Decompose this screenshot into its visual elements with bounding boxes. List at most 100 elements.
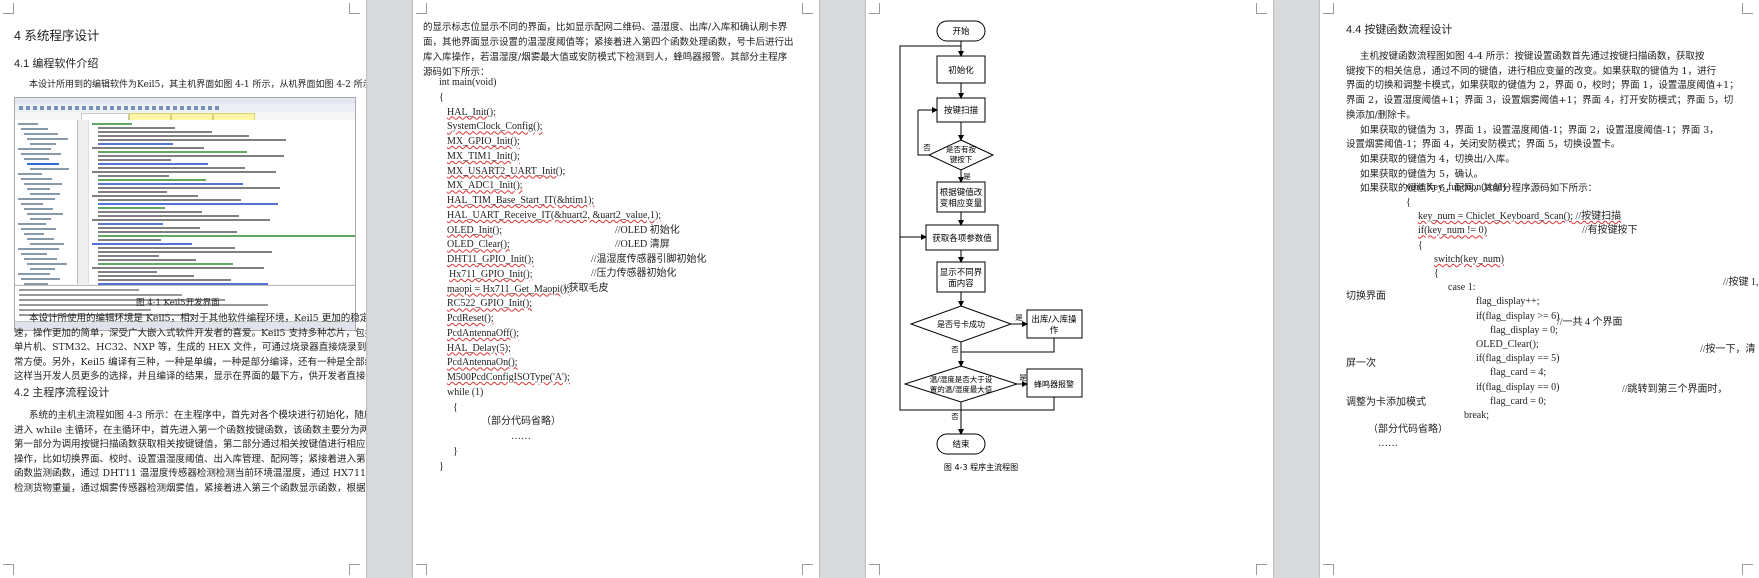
chapter-heading: 4 系统程序设计	[14, 29, 100, 43]
code-line	[98, 211, 202, 213]
code-line	[98, 203, 278, 205]
code-line: M500PcdConfigISOType('A');	[447, 372, 570, 383]
crop-mark	[3, 564, 14, 575]
code-line	[98, 151, 247, 153]
crop-mark	[349, 3, 360, 14]
io-label-2: 作	[1050, 325, 1059, 336]
code-line: flag_card = 4;	[1490, 367, 1547, 379]
no-label: 否	[923, 143, 931, 152]
display-label-2: 面内容	[948, 278, 974, 289]
handle-label-2: 变相应变量	[940, 198, 983, 209]
tree-item	[24, 208, 53, 210]
crop-mark	[1742, 564, 1753, 575]
end-terminal	[936, 433, 986, 455]
text-line: 如果获取的键值为 6，配网。其部分程序源码如下所示：	[1360, 183, 1598, 195]
tree-item	[27, 238, 54, 240]
code-line: {	[453, 401, 458, 413]
io-label-1: 出库/入库操	[1031, 314, 1077, 325]
code-comment: 切换界面	[1346, 291, 1386, 302]
crop-mark	[1742, 3, 1753, 14]
text-line: 如果获取的键值为 3，界面 1，设置温度阈值-1；界面 2，设置湿度阈值-1；界…	[1360, 124, 1719, 136]
yes-label: 是	[963, 172, 971, 181]
text-line: 库入库操作，若温湿度/烟雾最大值或安防模式下检测到人，蜂鸣器报警。其部分主程序	[423, 52, 788, 63]
output-line	[19, 309, 151, 311]
code-comment: //按一下，清	[1700, 344, 1756, 355]
code-line: if(key_num != 0)	[1418, 225, 1487, 237]
code-line	[92, 267, 264, 269]
tree-item	[24, 158, 49, 160]
crop-mark	[1323, 564, 1334, 575]
text-line: 本设计所使用的编辑环境是 Keil5，相对于其他软件编程环境，Keil5 更加的…	[29, 313, 366, 324]
no-label: 否	[951, 345, 959, 354]
code-line	[98, 159, 171, 161]
threshold-decision	[903, 365, 1019, 403]
yes-label: 是	[1015, 313, 1023, 322]
output-line	[19, 294, 182, 296]
tree-item	[27, 188, 50, 190]
text-line: 源码如下所示：	[423, 67, 490, 78]
text-line: 函数监测函数，通过 DHT11 温湿度传感器检测检测当前环境温湿度，通过 HX7…	[14, 468, 366, 480]
text-line: 界面 2，设置湿度阈值+1；界面 3，设置烟雾阈值+1；界面 4，打开安防模式；…	[1346, 95, 1734, 107]
code-line: break;	[1464, 410, 1489, 421]
code-line	[98, 275, 194, 277]
status-bar	[15, 321, 355, 330]
code-line: HAL_UART_Receive_IT(&huart2, &uart2_valu…	[447, 209, 662, 221]
code-line: （部分代码省略）	[481, 416, 561, 428]
decision1-label-a: 是否有按	[946, 144, 976, 154]
text-line: 系统的主机主流程如图 4-3 所示：在主程序中，首先对各个模块进行初始化，随后	[29, 410, 366, 421]
code-line	[98, 251, 272, 253]
code-line: key_num = Chiclet_Keyboard_Scan(); //按键扫…	[1418, 211, 1622, 223]
code-line	[92, 243, 192, 245]
text-line: 单片机、STM32、HC32、NXP 等，生成的 HEX 文件，可通过烧录器直接…	[14, 342, 366, 354]
tree-item	[18, 173, 42, 175]
code-line	[98, 215, 239, 217]
display-label-1: 显示不同界	[940, 268, 983, 278]
crop-mark	[416, 564, 427, 575]
text-line: 如果获取的键值为 4，切换出/入库。	[1360, 153, 1515, 165]
code-comment: //压力传感器初始化	[591, 268, 677, 279]
text-line: 这样当开发人员更多的选择，并且编译的结果，显示在界面的最下方，供开发者直接预览。	[14, 371, 366, 383]
tree-item	[18, 123, 38, 125]
code-line: int main(void)	[439, 77, 497, 88]
crop-mark	[1256, 3, 1267, 14]
code-line	[98, 127, 175, 129]
text-line: 操作，比如切换界面、校时、设置温湿度阈值、出入库管理、配网等；紧接着进入第二个	[14, 453, 366, 465]
code-line	[98, 175, 169, 177]
start-label: 开始	[952, 26, 970, 37]
text-line: 如果获取的键值为 5，确认。	[1360, 168, 1484, 180]
code-line	[98, 271, 157, 273]
code-comment: //OLED 清屏	[615, 239, 670, 250]
code-line: PcdReset();	[447, 313, 494, 324]
code-line: {	[439, 91, 444, 103]
code-line: ……	[511, 431, 531, 442]
code-line: {	[1434, 268, 1439, 279]
code-line: }	[453, 445, 458, 457]
tree-item	[18, 273, 50, 275]
text-line: 面，其他界面显示设置的温湿度阈值等；紧接着进入第四个函数处理函数，号卡后进行出	[423, 37, 794, 48]
code-line: {	[1406, 197, 1411, 208]
code-line: OLED_Init();	[447, 224, 502, 236]
tree-item	[27, 263, 67, 265]
tree-item	[21, 153, 61, 155]
flowchart-caption: 图 4-3 程序主流程图	[944, 462, 1018, 472]
code-line: HAL_Delay(5);	[447, 342, 511, 354]
tree-item	[30, 143, 56, 145]
code-line	[98, 163, 208, 165]
code-line	[98, 139, 286, 141]
build-output	[15, 285, 355, 322]
code-line	[98, 155, 284, 157]
init-label: 初始化	[948, 65, 974, 76]
code-comment: //跳转到第三个界面时，	[1622, 384, 1728, 395]
code-line: OLED_Clear();	[1476, 339, 1539, 350]
code-line: PcdAntennaOff();	[447, 327, 520, 339]
code-line: while (1)	[447, 386, 484, 398]
code-line	[98, 263, 233, 265]
output-line	[19, 289, 139, 291]
code-line: MX_USART2_UART_Init();	[447, 165, 566, 177]
code-comment: //一共 4 个界面	[1557, 317, 1623, 328]
crop-mark	[802, 564, 813, 575]
text-line: 的显示标志位显示不同的界面，比如显示配网二维码、温湿度、出库/入库和确认刷卡界	[423, 22, 788, 33]
page-1: 4 系统程序设计 4.1 编程软件介绍 本设计所用到的编辑软件为Keil5，其主…	[0, 0, 366, 578]
crop-mark	[1323, 3, 1334, 14]
code-comment: //OLED 初始化	[615, 225, 680, 236]
